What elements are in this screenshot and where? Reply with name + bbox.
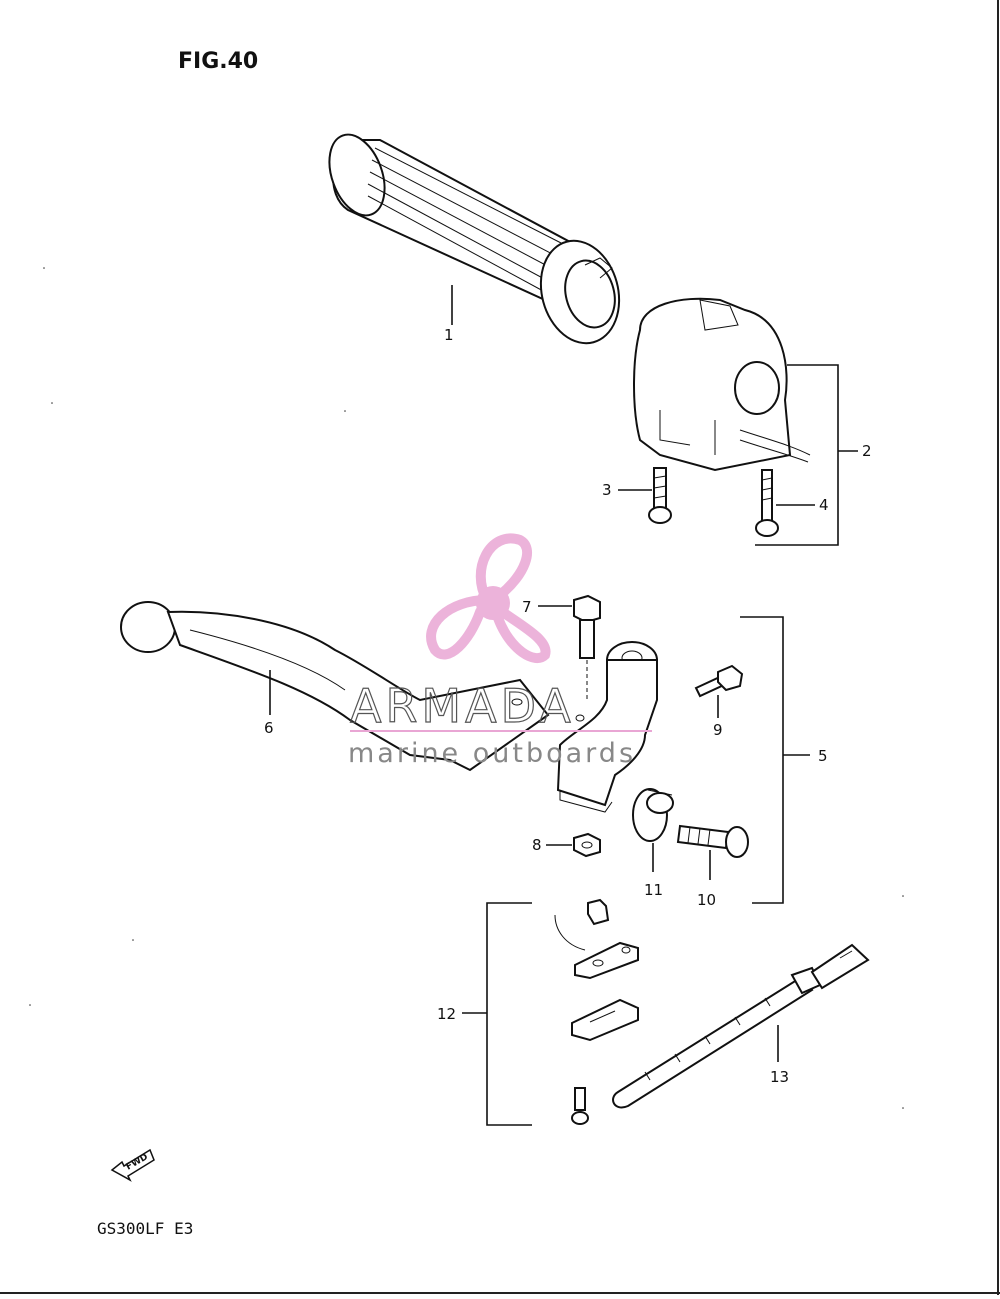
adjuster-nut-icon	[632, 788, 674, 842]
cable-tie-icon	[612, 943, 870, 1109]
figure-title: FIG.40	[178, 49, 258, 74]
callout-2: 2	[862, 442, 872, 460]
propeller-icon	[426, 533, 551, 664]
callout-5: 5	[818, 747, 828, 765]
callout-3: 3	[602, 481, 612, 499]
nut-icon	[573, 832, 601, 858]
callout-4: 4	[819, 496, 829, 514]
long-screw-icon	[755, 469, 779, 537]
callout-11: 11	[644, 881, 663, 899]
model-code: GS300LF E3	[97, 1219, 193, 1238]
adjuster-bolt-icon	[676, 824, 749, 858]
callout-12: 12	[437, 1005, 456, 1023]
bolt-icon	[694, 664, 744, 698]
pivot-bolt-icon	[573, 594, 601, 659]
watermark-tagline: marine outboards	[348, 738, 636, 769]
callout-10: 10	[697, 891, 716, 909]
handlebar-grip-icon	[328, 133, 621, 345]
switch-housing-icon	[633, 297, 811, 472]
callout-6: 6	[264, 719, 274, 737]
fwd-arrow-icon: FWD	[110, 1148, 155, 1182]
callout-13: 13	[770, 1068, 789, 1086]
callout-7: 7	[522, 598, 532, 616]
lever-bracket-icon	[556, 641, 658, 813]
screw-icon	[648, 467, 672, 524]
callout-9: 9	[713, 721, 723, 739]
callout-8: 8	[532, 836, 542, 854]
clutch-switch-icon	[554, 898, 639, 1125]
callout-1: 1	[444, 326, 454, 344]
watermark-brand: ARMADA	[350, 679, 575, 733]
